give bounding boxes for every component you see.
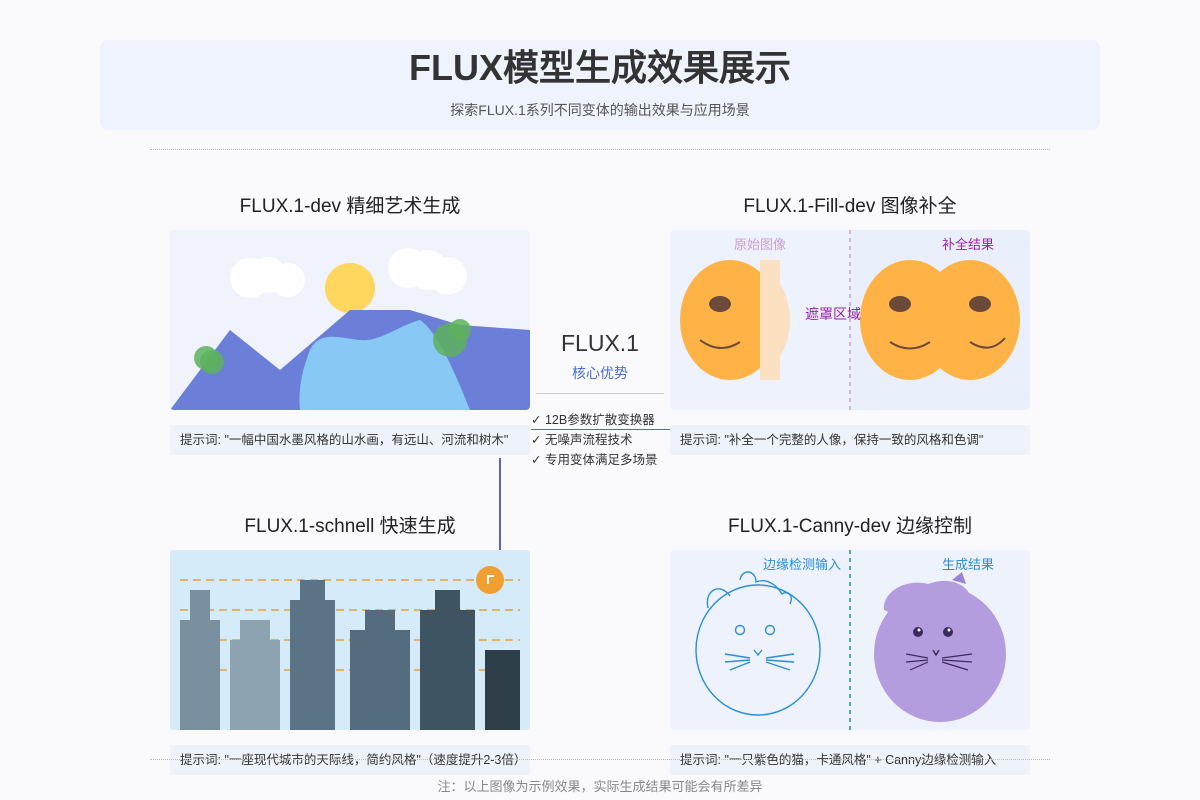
page-title: FLUX模型生成效果展示 <box>409 47 791 88</box>
hub-title: FLUX.1 <box>561 330 639 356</box>
label-result: 生成结果 <box>942 557 994 572</box>
tree-left <box>194 346 224 374</box>
landscape-image <box>170 230 530 410</box>
section-title-fill: FLUX.1-Fill-dev 图像补全 <box>743 196 957 217</box>
caption-fill: 提示词: "补全一个完整的人像，保持一致的风格和色调" <box>670 425 1030 455</box>
section-title-schnell: FLUX.1-schnell 快速生成 <box>244 516 456 537</box>
feature-item: ✓ 专用变体满足多场景 <box>531 453 658 467</box>
connector-vertical <box>499 458 501 550</box>
cat-outline <box>695 571 821 716</box>
label-input: 边缘检测输入 <box>763 557 841 572</box>
cat-generated <box>874 572 1006 722</box>
caption-schnell: 提示词: "一座现代城市的天际线，简约风格"（速度提升2-3倍） <box>170 745 530 775</box>
feature-item: ✓ 12B参数扩散变换器 <box>531 413 655 427</box>
section-title-canny: FLUX.1-Canny-dev 边缘控制 <box>728 516 972 537</box>
connector-horizontal <box>531 429 671 430</box>
caption-canny: 提示词: "一只紫色的猫，卡通风格" + Canny边缘检测输入 <box>670 745 1030 775</box>
divider-bottom <box>150 759 1050 760</box>
buildings <box>180 580 520 730</box>
face-completed <box>860 260 1020 380</box>
face-original <box>680 260 791 380</box>
timer-icon <box>476 566 504 594</box>
section-title-dev: FLUX.1-dev 精细艺术生成 <box>239 196 461 217</box>
hub-divider <box>536 393 664 394</box>
river <box>299 320 470 410</box>
label-original: 原始图像 <box>734 237 786 252</box>
flux-hub: FLUX.1 核心优势 <box>530 330 670 394</box>
feature-item: ✓ 无噪声流程技术 <box>531 433 633 447</box>
cloud-right <box>388 248 467 295</box>
fill-image: 原始图像 补全结果 遮罩区域 <box>670 230 1030 410</box>
label-mask: 遮罩区域 <box>805 306 861 322</box>
feature-list: ✓ 12B参数扩散变换器 ✓ 无噪声流程技术 ✓ 专用变体满足多场景 <box>531 410 657 470</box>
hub-subtitle: 核心优势 <box>572 365 628 381</box>
sun <box>325 263 375 313</box>
header-banner: FLUX模型生成效果展示 探索FLUX.1系列不同变体的输出效果与应用场景 <box>100 40 1100 130</box>
canny-image: 边缘检测输入 生成结果 <box>670 550 1030 730</box>
footnote: 注：以上图像为示例效果，实际生成结果可能会有所差异 <box>437 779 763 794</box>
label-result: 补全结果 <box>942 237 994 252</box>
cloud-left <box>230 257 305 298</box>
page-subtitle: 探索FLUX.1系列不同变体的输出效果与应用场景 <box>450 102 750 118</box>
skyline-image <box>170 550 530 730</box>
divider-top <box>150 149 1050 150</box>
caption-dev: 提示词: "一幅中国水墨风格的山水画，有远山、河流和树木" <box>170 425 530 455</box>
tree-right <box>433 319 471 357</box>
